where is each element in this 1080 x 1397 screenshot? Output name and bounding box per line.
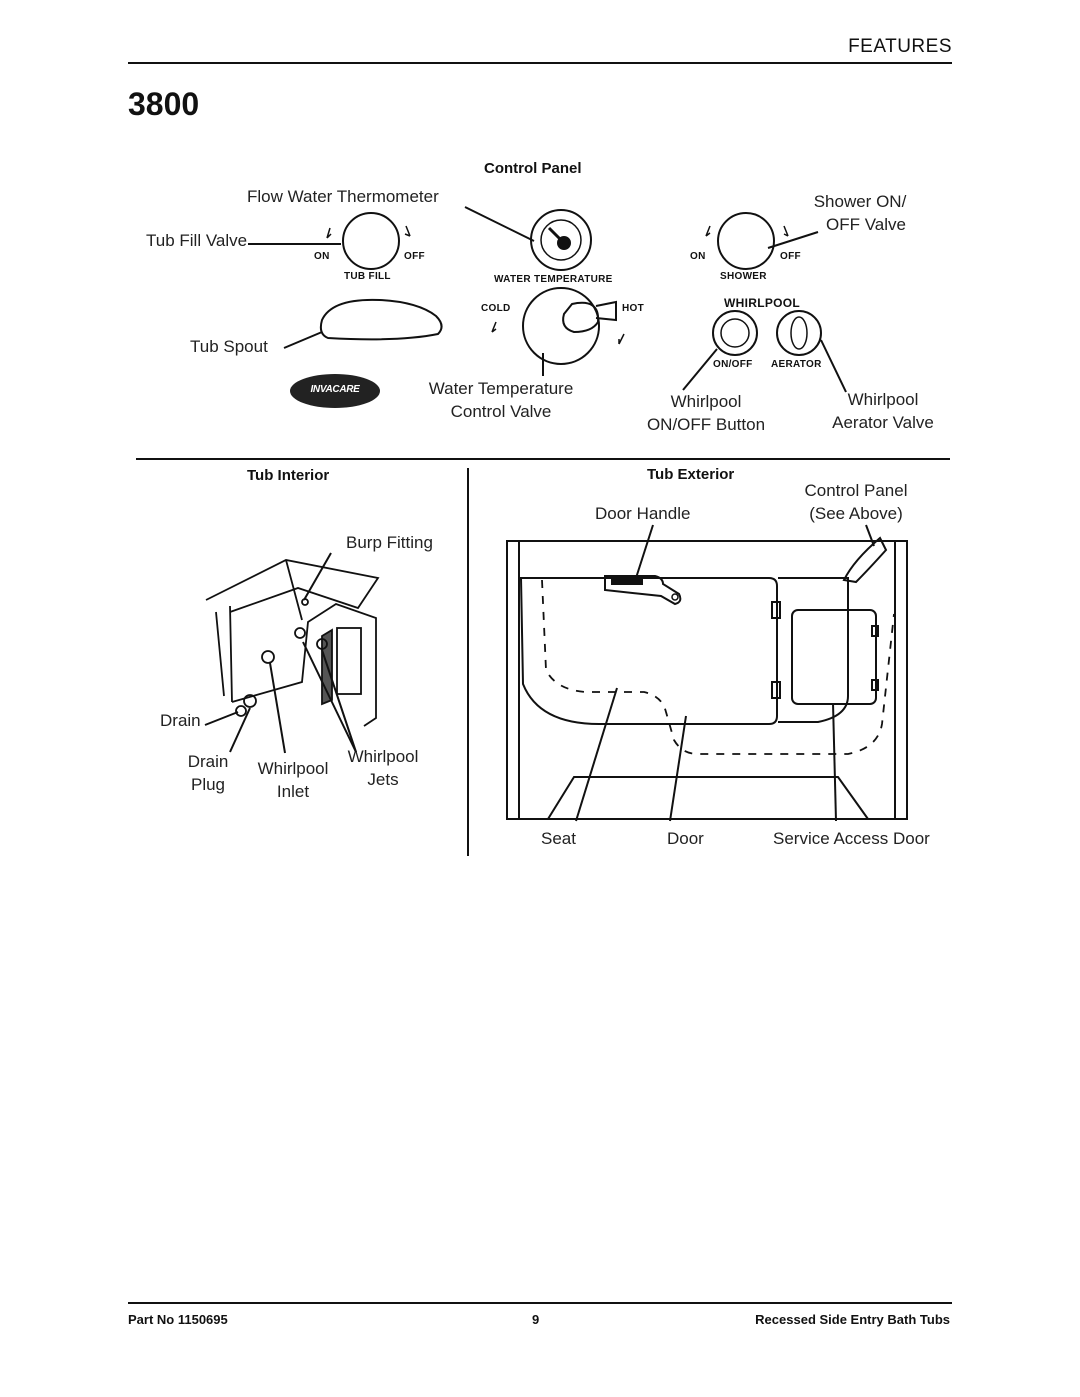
- shower-off-text: OFF: [780, 251, 801, 262]
- hot-text: HOT: [622, 303, 645, 314]
- control-panel-heading: Control Panel: [484, 160, 582, 177]
- tub-spout-label: Tub Spout: [190, 337, 268, 356]
- tub-interior-heading: Tub Interior: [247, 467, 330, 484]
- water-temperature-dial: [522, 287, 600, 365]
- onoff-text: ON/OFF: [713, 359, 753, 370]
- header-rule: [128, 62, 952, 64]
- aerator-text: AERATOR: [771, 359, 822, 370]
- tub-interior-sketch: [205, 559, 380, 727]
- tub-spout-shape: [319, 298, 443, 341]
- tubfill-off-text: OFF: [404, 251, 425, 262]
- drain-plug-label-1: Drain: [187, 752, 229, 771]
- document-title: Recessed Side Entry Bath Tubs: [755, 1312, 950, 1327]
- whirlpool-button-label-2: ON/OFF Button: [646, 415, 766, 434]
- water-temp-label-1: Water Temperature: [428, 379, 574, 398]
- whirlpool-jets-label-2: Jets: [367, 770, 399, 789]
- shower-valve-label-2: OFF Valve: [826, 215, 906, 234]
- section-title: FEATURES: [848, 36, 952, 57]
- whirlpool-inlet-label-2: Inlet: [276, 782, 310, 801]
- tubfill-on-text: ON: [314, 251, 330, 262]
- door-label: Door: [667, 829, 704, 848]
- shower-knob: [717, 212, 775, 270]
- water-temperature-text: WATER TEMPERATURE: [494, 274, 613, 285]
- seat-label: Seat: [541, 829, 576, 848]
- tub-exterior-heading: Tub Exterior: [647, 466, 735, 483]
- whirlpool-jets-label-1: Whirlpool: [347, 747, 419, 766]
- shower-valve-label-1: Shower ON/: [813, 192, 907, 211]
- service-access-door-label: Service Access Door: [773, 829, 930, 848]
- whirlpool-inlet-label-1: Whirlpool: [257, 759, 329, 778]
- door-handle-label: Door Handle: [595, 504, 691, 523]
- model-number: 3800: [128, 86, 200, 122]
- drain-plug-label-2: Plug: [190, 775, 226, 794]
- exterior-control-panel-label-2: (See Above): [809, 504, 903, 523]
- cold-text: COLD: [481, 303, 511, 314]
- tubfill-text: TUB FILL: [344, 271, 391, 282]
- whirlpool-onoff-button: [712, 310, 758, 356]
- footer-rule: [128, 1302, 952, 1304]
- burp-fitting-label: Burp Fitting: [346, 533, 433, 552]
- shower-text: SHOWER: [720, 271, 767, 282]
- flow-thermometer-label: Flow Water Thermometer: [247, 187, 439, 206]
- tub-exterior-sketch: [506, 536, 908, 820]
- page-number: 9: [532, 1312, 540, 1327]
- whirlpool-button-label-1: Whirlpool: [670, 392, 742, 411]
- aerator-valve-knob: [776, 310, 822, 356]
- water-temp-label-2: Control Valve: [450, 402, 552, 421]
- tub-fill-knob: [342, 212, 400, 270]
- drain-label: Drain: [160, 711, 201, 730]
- invacare-logo: INVACARE: [290, 374, 380, 408]
- section-divider: [136, 458, 950, 460]
- aerator-valve-label-2: Aerator Valve: [832, 413, 934, 432]
- shower-on-text: ON: [690, 251, 706, 262]
- whirlpool-text: WHIRLPOOL: [724, 296, 801, 310]
- exterior-control-panel-label-1: Control Panel: [804, 481, 908, 500]
- tub-fill-valve-label: Tub Fill Valve: [146, 231, 248, 250]
- part-number: Part No 1150695: [128, 1312, 228, 1327]
- aerator-valve-label-1: Whirlpool: [847, 390, 919, 409]
- column-divider: [467, 468, 469, 856]
